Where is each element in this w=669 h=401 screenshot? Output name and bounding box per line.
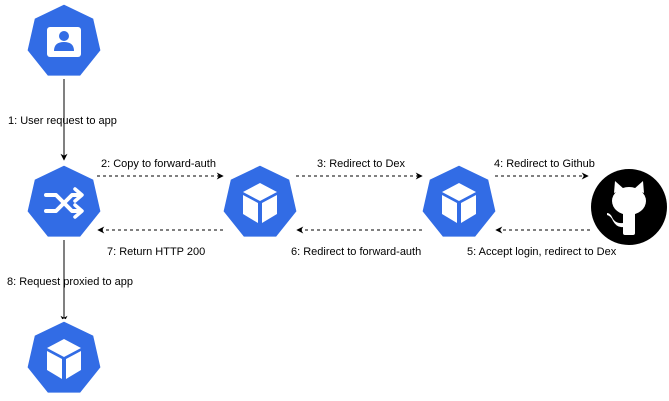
ingress-node[interactable] [24,162,104,240]
cube-icon [442,183,476,223]
edge-label-1: 1: User request to app [8,115,117,127]
heptagon-badge [220,162,300,240]
heptagon-badge [419,162,499,240]
edge-label-4: 4: Redirect to Github [494,158,595,170]
cube-icon [47,339,81,379]
shuffle-icon [44,187,84,219]
user-node[interactable] [24,1,104,79]
edge-label-7: 7: Return HTTP 200 [107,246,205,258]
edge-label-5: 5: Accept login, redirect to Dex [467,246,617,258]
edge-label-6: 6: Redirect to forward-auth [291,246,421,258]
edge-label-2: 2: Copy to forward-auth [101,158,216,170]
cube-icon [243,183,277,223]
edge-label-3: 3: Redirect to Dex [317,158,406,170]
edge-label-8: 8: Request proxied to app [7,276,133,288]
forward-auth-node[interactable] [220,162,300,240]
heptagon-badge [24,318,104,396]
user-icon [47,27,81,57]
app-node[interactable] [24,318,104,396]
github-octocat-icon [607,181,646,235]
github-node[interactable] [591,169,667,245]
dex-node[interactable] [419,162,499,240]
